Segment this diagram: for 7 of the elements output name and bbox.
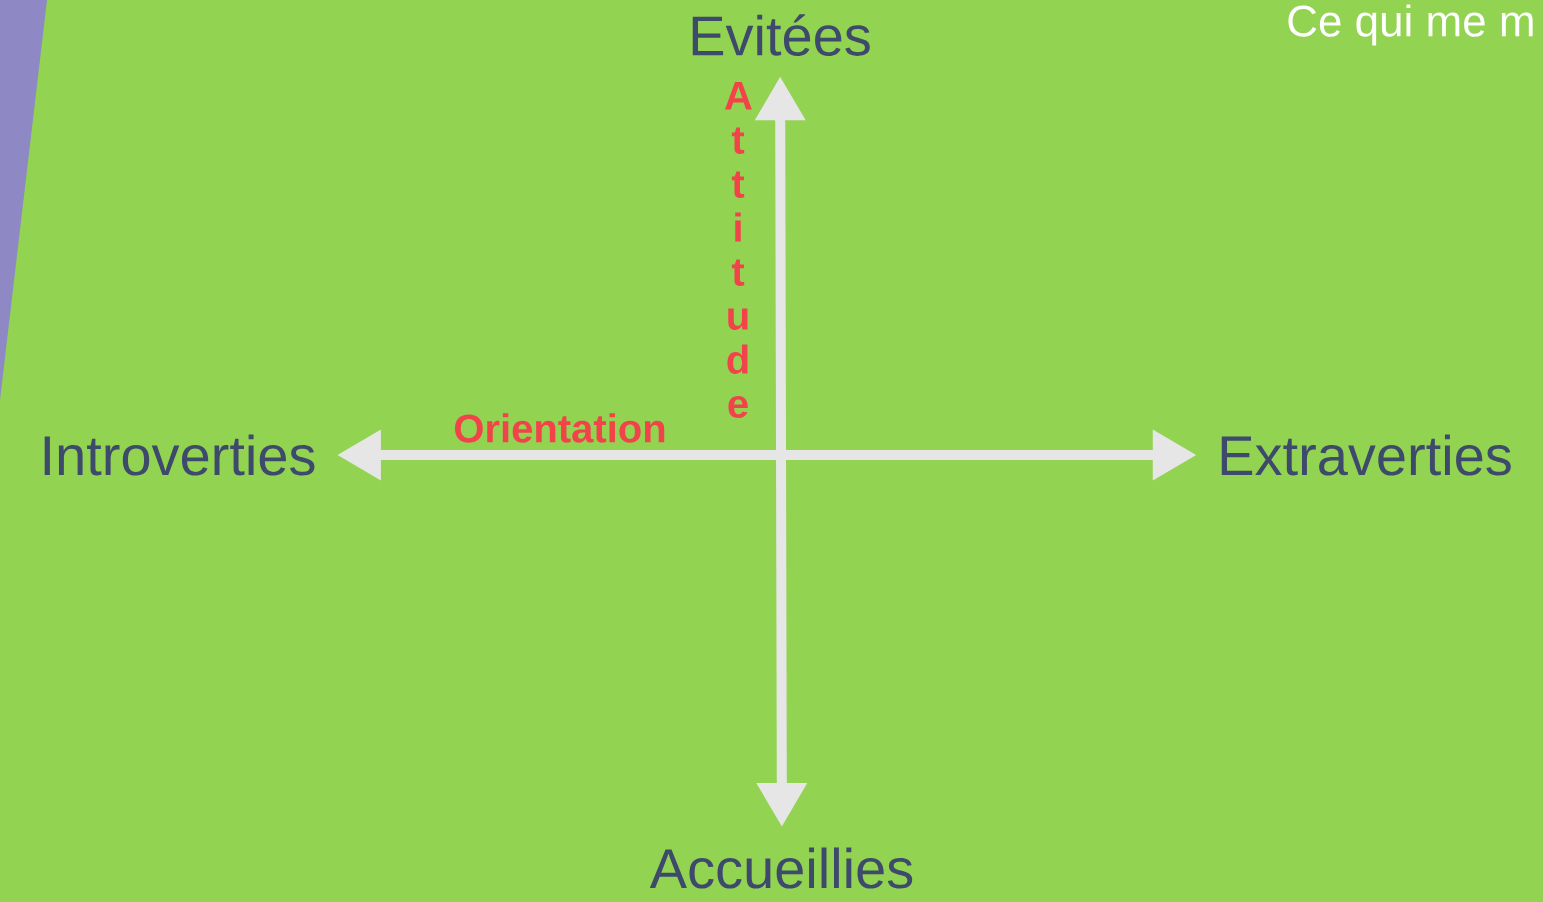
pole-label: Introverties <box>44 434 315 476</box>
axis-label: Orientation <box>451 411 669 445</box>
pole-label: Evitées <box>692 14 870 56</box>
heading-text: Ce qui me m <box>1288 4 1533 46</box>
axis-label: Attitude <box>722 80 754 420</box>
pole-label: Accueillies <box>649 847 913 889</box>
pole-label: Extraverties <box>1221 434 1511 476</box>
